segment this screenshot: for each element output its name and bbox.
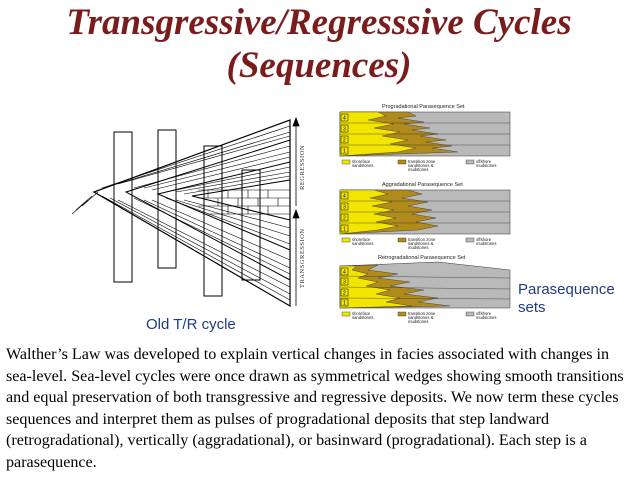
- legend-shoreface: sandstones: [352, 241, 373, 246]
- legend-transition: transition zone: [408, 237, 436, 242]
- legend-transition: mudstones: [408, 245, 428, 250]
- parasequence-number: 4: [343, 116, 346, 122]
- legend-shoreface: shoreface: [352, 159, 371, 164]
- transgression-label: TRANSGRESSION: [299, 228, 306, 288]
- panel-title-retrogradational: Retrogradational Parasequence Set: [378, 255, 466, 261]
- legend-shoreface: sandstones: [352, 315, 373, 320]
- legend-offshore: offshore: [476, 159, 492, 164]
- parasequence-sets-caption-line2: sets: [518, 299, 546, 316]
- parasequence-number: 3: [343, 280, 346, 286]
- legend-transition: transition zone: [408, 159, 436, 164]
- legend-transition: sandstones &: [408, 163, 434, 168]
- parasequence-sets-caption: Parasequence sets: [518, 281, 615, 317]
- panel-title-aggradational: Aggradational Parasequence Set: [382, 182, 463, 188]
- parasequence-number: 2: [343, 216, 346, 222]
- old-tr-cycle-caption: Old T/R cycle: [146, 316, 236, 333]
- panel-progradational: Progradational Parasequence Set 4 3 2 1 …: [339, 104, 511, 172]
- legend-transition: sandstones &: [408, 241, 434, 246]
- legend-shoreface: shoreface: [352, 237, 371, 242]
- parasequence-number: 4: [343, 270, 346, 276]
- panel-aggradational: Aggradational Parasequence Set 4 3 2 1 s…: [339, 182, 511, 250]
- slide-title-line1: Transgressive/Regresssive Cycles: [66, 2, 572, 43]
- legend-offshore: offshore: [476, 311, 492, 316]
- limestone-pattern: [198, 189, 290, 215]
- legend-transition: mudstones: [408, 167, 428, 172]
- wedge-hatching: [71, 125, 291, 301]
- legend-transition: transition zone: [408, 311, 436, 316]
- parasequence-sets-caption-line1: Parasequence: [518, 281, 615, 298]
- regression-label: REGRESSION: [299, 145, 306, 190]
- legend-transition: sandstones &: [408, 315, 434, 320]
- legend-shoreface: sandstones: [352, 163, 373, 168]
- transgression-arrow: [292, 208, 300, 306]
- parasequence-number: 1: [343, 227, 346, 233]
- old-tr-cycle-diagram: REGRESSION TRANSGRESSION: [71, 116, 306, 308]
- vertical-sections: [113, 129, 261, 297]
- legend-offshore: mudstones: [476, 315, 496, 320]
- legend-offshore: offshore: [476, 237, 492, 242]
- body-paragraph: Walther’s Law was developed to explain v…: [6, 346, 624, 471]
- legend-offshore: mudstones: [476, 163, 496, 168]
- parasequence-sets-diagram: Progradational Parasequence Set 4 3 2 1 …: [339, 104, 511, 324]
- parasequence-number: 1: [343, 149, 346, 155]
- legend-shoreface: shoreface: [352, 311, 371, 316]
- parasequence-number: 2: [343, 138, 346, 144]
- legend-offshore: mudstones: [476, 241, 496, 246]
- parasequence-number: 3: [343, 205, 346, 211]
- panel-title-progradational: Progradational Parasequence Set: [382, 104, 465, 110]
- parasequence-number: 3: [343, 127, 346, 133]
- regression-arrow: [292, 116, 300, 206]
- legend-transition: mudstones: [408, 319, 428, 324]
- parasequence-number: 2: [343, 291, 346, 297]
- parasequence-number: 1: [343, 301, 346, 307]
- parasequence-number: 4: [343, 194, 346, 200]
- panel-retrogradational: Retrogradational Parasequence Set 4 3 2 …: [339, 255, 511, 324]
- slide-title-line2: (Sequences): [226, 45, 412, 86]
